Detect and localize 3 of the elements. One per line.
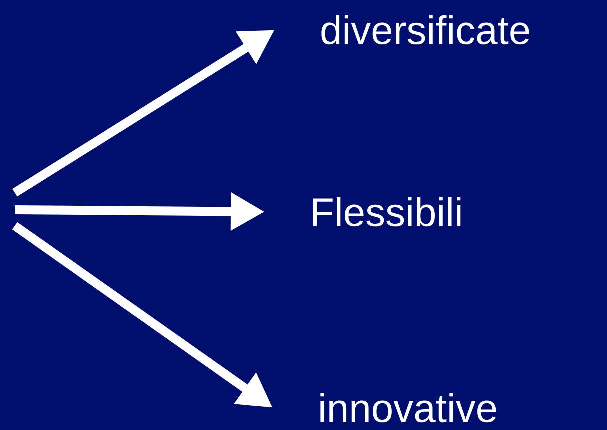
node-label: innovative [320, 393, 496, 423]
node-label: diversificate [322, 15, 530, 45]
node-label: Flessibili [313, 197, 461, 227]
